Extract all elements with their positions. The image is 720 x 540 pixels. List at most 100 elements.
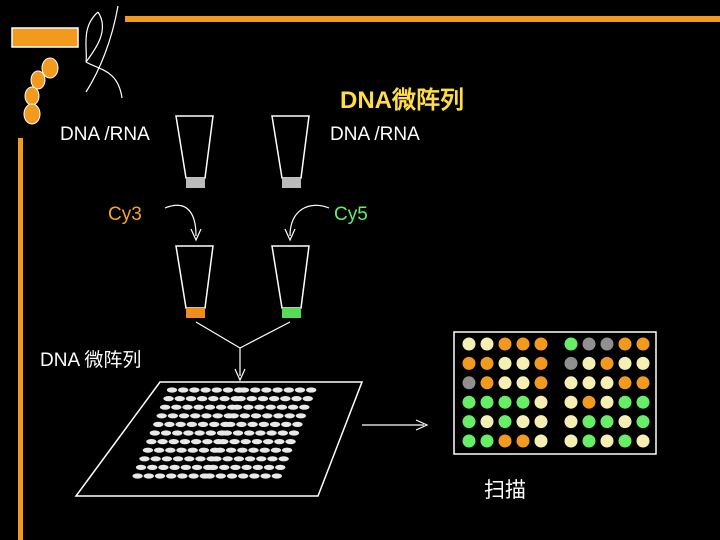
slide-spot xyxy=(202,439,213,445)
slide-spot xyxy=(187,447,198,453)
slide-spot xyxy=(194,430,205,436)
scan-left-spot xyxy=(516,356,530,370)
slide-spot xyxy=(222,456,233,462)
slide-spot xyxy=(306,387,317,393)
scan-right-spot xyxy=(582,337,596,351)
slide-spot xyxy=(269,421,281,427)
slide-spot xyxy=(132,473,143,479)
scan-left-spot xyxy=(534,434,548,448)
slide-spot xyxy=(188,473,199,479)
scan-right-spot xyxy=(564,376,578,390)
slide-spot xyxy=(275,464,286,470)
logo-bar xyxy=(11,27,79,48)
slide-spot xyxy=(219,464,230,470)
scan-left-spot xyxy=(516,434,530,448)
slide-spot xyxy=(274,439,285,445)
scan-right-spot xyxy=(582,415,596,429)
slide-spot xyxy=(166,473,177,479)
scan-left-spot xyxy=(462,395,476,409)
slide-spot xyxy=(185,396,197,402)
tube-left-cy3 xyxy=(175,245,214,309)
scan-left-spot xyxy=(480,337,494,351)
slide-spot xyxy=(209,421,220,427)
slide-spot xyxy=(259,447,270,453)
slide-spot xyxy=(229,439,240,445)
scan-left-spot xyxy=(498,434,512,448)
scan-left-spot xyxy=(498,356,512,370)
slide-spot xyxy=(244,456,256,462)
slide-spot xyxy=(243,404,254,410)
slide-spot xyxy=(292,421,303,427)
slide-spot xyxy=(174,396,185,402)
scan-left-spot xyxy=(516,337,530,351)
scan-arrow xyxy=(362,419,429,431)
slide-spot xyxy=(197,421,209,427)
slide-spot xyxy=(255,430,266,436)
slide-spot xyxy=(175,421,186,427)
slide-spot xyxy=(153,421,164,427)
slide-spot xyxy=(163,396,174,402)
slide-spot xyxy=(214,447,226,453)
scan-left-spot xyxy=(498,395,512,409)
dye-cy3-label: Cy3 xyxy=(108,204,142,225)
slide-spot xyxy=(201,413,212,419)
slide-spot xyxy=(237,447,248,453)
slide-spot xyxy=(262,439,274,445)
slide-spot xyxy=(198,447,210,453)
slide-spot xyxy=(241,464,252,470)
slide-spot xyxy=(204,473,215,479)
scan-left-spot xyxy=(462,356,476,370)
slide-spot xyxy=(172,456,184,462)
tube-right-top xyxy=(271,115,310,179)
scan-right-spot xyxy=(618,356,632,370)
slide-spot xyxy=(211,456,222,462)
slide-spot xyxy=(156,413,167,419)
slide-spot xyxy=(160,430,172,436)
slide-spot xyxy=(184,456,195,462)
scan-right-spot xyxy=(582,356,596,370)
slide-spot xyxy=(225,447,237,453)
slide-spot xyxy=(211,387,222,393)
slide-spot xyxy=(169,464,180,470)
scan-result-spots xyxy=(462,337,650,448)
slide-spot xyxy=(222,387,234,393)
scan-right-spot xyxy=(564,356,578,370)
slide-spot xyxy=(232,430,244,436)
slide-spot xyxy=(157,439,168,445)
slide-spot xyxy=(195,456,206,462)
slide-spot xyxy=(281,421,292,427)
slide-spot xyxy=(171,404,182,410)
scan-left-spot xyxy=(462,415,476,429)
scan-right-spot xyxy=(636,337,650,351)
slide-spot xyxy=(142,447,154,453)
slide-spot xyxy=(267,456,278,462)
slide-spot xyxy=(153,447,165,453)
slide-spot xyxy=(215,473,226,479)
slide-spot xyxy=(218,439,229,445)
slide-spot xyxy=(270,447,282,453)
scan-right-spot xyxy=(618,395,632,409)
scan-right-spot xyxy=(564,415,578,429)
scan-left-spot xyxy=(534,376,548,390)
slide-spot xyxy=(250,413,262,419)
slide-spot xyxy=(254,404,265,410)
scan-right-spot xyxy=(636,395,650,409)
tube-right-cy5 xyxy=(271,245,310,309)
slide-spot xyxy=(158,464,169,470)
slide-spot xyxy=(230,464,241,470)
scan-left-spot xyxy=(480,356,494,370)
slide-spot xyxy=(166,387,178,393)
slide-spot xyxy=(225,421,236,427)
slide-spot xyxy=(299,404,310,410)
slide-spot xyxy=(266,430,277,436)
scan-right-spot xyxy=(600,337,614,351)
slide-spot xyxy=(168,439,179,445)
slide-spot xyxy=(154,473,166,479)
slide-spot xyxy=(260,473,271,479)
slide-spot xyxy=(246,396,257,402)
slide-spot xyxy=(272,387,283,393)
slide-spot xyxy=(285,439,296,445)
scan-left-spot xyxy=(534,415,548,429)
scan-left-spot xyxy=(462,337,476,351)
